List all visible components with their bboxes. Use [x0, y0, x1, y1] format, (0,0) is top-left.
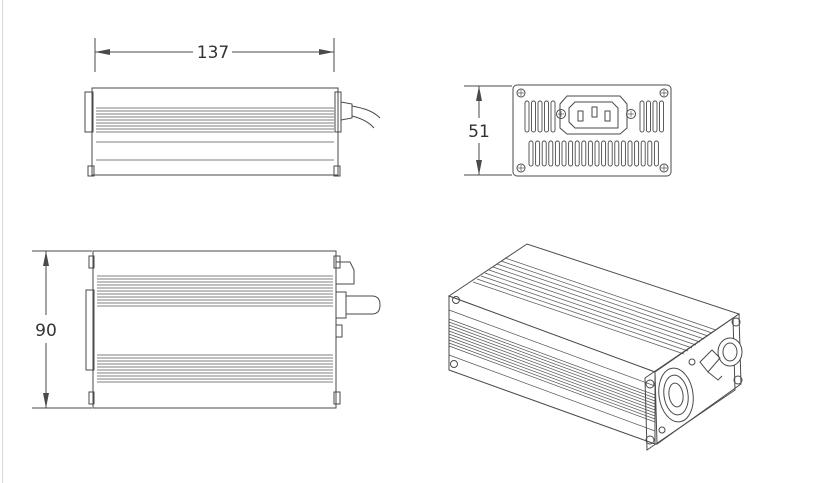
- vent-slot: [620, 140, 626, 167]
- cable-gland-icon: [699, 337, 743, 381]
- iso-end-plate: [644, 317, 736, 451]
- page-edge-line: [2, 0, 3, 483]
- vent-slot: [535, 140, 541, 167]
- top-view-endcap-left: [84, 91, 94, 133]
- vent-slot: [574, 140, 580, 167]
- vent-slot: [652, 100, 658, 133]
- vent-slot: [640, 140, 646, 167]
- vent-slot: [541, 140, 547, 167]
- vent-slot: [653, 140, 659, 167]
- side-view-ribs-lower: [97, 354, 333, 383]
- length-label: 137: [197, 43, 229, 63]
- top-view-ribs: [96, 107, 334, 161]
- vent-slot: [544, 100, 549, 133]
- side-view-cable: [335, 261, 381, 338]
- vent-slot: [548, 140, 554, 167]
- vent-slot: [659, 100, 664, 133]
- cooling-fan-icon: [658, 358, 696, 434]
- length-dimension: 137: [94, 38, 335, 72]
- vent-slot: [601, 140, 607, 167]
- height-dimension: 51: [464, 85, 512, 176]
- vent-slot: [531, 100, 536, 133]
- vent-slot: [568, 140, 574, 167]
- vent-slot: [594, 140, 600, 167]
- iso-front-ribs: [448, 309, 656, 432]
- vent-slot: [646, 100, 651, 133]
- vent-slot: [537, 100, 543, 133]
- vent-slot: [528, 140, 534, 167]
- top-view-body: [91, 87, 339, 176]
- end-view: 51: [464, 84, 672, 177]
- vent-slot: [524, 100, 530, 133]
- vent-slot: [561, 140, 567, 167]
- side-view: 90: [32, 250, 381, 409]
- vent-slot: [627, 140, 633, 167]
- top-view-endcap-right: [334, 91, 342, 133]
- top-view: 137: [84, 38, 381, 177]
- vent-slot: [639, 100, 645, 133]
- vent-slot: [614, 140, 620, 167]
- height-label: 51: [468, 122, 490, 142]
- isometric-view: [447, 243, 743, 451]
- vent-slot: [607, 140, 613, 167]
- width-dimension: 90: [32, 250, 92, 409]
- iso-top-ribs: [472, 257, 717, 355]
- vent-slot: [550, 100, 556, 133]
- vent-slot: [647, 140, 653, 167]
- screw-icon: [450, 296, 743, 445]
- iec-power-inlet-icon: [556, 95, 636, 135]
- vent-slot: [634, 140, 640, 167]
- width-label: 90: [35, 321, 57, 341]
- side-view-body: [92, 250, 337, 409]
- end-view-vent-slots: [524, 100, 664, 167]
- screw-icon: [516, 88, 669, 173]
- top-view-cable: [340, 101, 381, 129]
- vent-slot: [587, 140, 593, 167]
- vent-slot: [554, 140, 560, 167]
- side-view-endcap-left: [85, 289, 95, 371]
- vent-slot: [581, 140, 587, 167]
- side-view-ribs-upper: [97, 275, 333, 307]
